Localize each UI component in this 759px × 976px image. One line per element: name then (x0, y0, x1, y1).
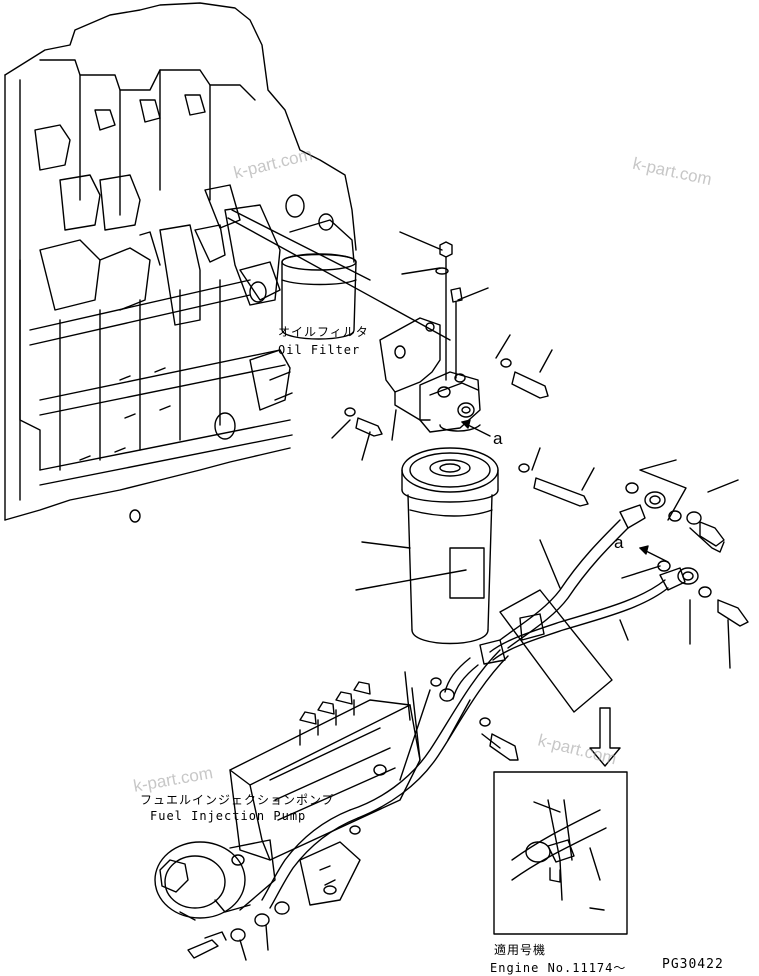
oil-filter-label-en: Oil Filter (278, 343, 361, 357)
fuel-hoses (261, 459, 749, 909)
fuel-filter-cartridge (355, 447, 499, 645)
fuel-injection-pump-label-jp: フュエルインジェクションポンプ (140, 793, 335, 807)
oil-filter-label-jp: オイルフィルタ (278, 325, 369, 339)
fuel-injection-pump (154, 671, 471, 961)
callout-a-2: a (614, 533, 625, 552)
detail-applicability-jp: 適用号機 (494, 943, 547, 957)
page-code: PG30422 (662, 957, 724, 972)
bracket-bolts (331, 231, 595, 507)
detail-applicability-en: Engine No.11174～ (490, 961, 627, 975)
engine-block (4, 2, 451, 523)
fuel-injection-pump-label-en: Fuel Injection Pump (150, 809, 307, 823)
callout-a-1: a (493, 429, 504, 448)
detail-view (493, 707, 628, 935)
filter-head-assembly (379, 241, 491, 437)
